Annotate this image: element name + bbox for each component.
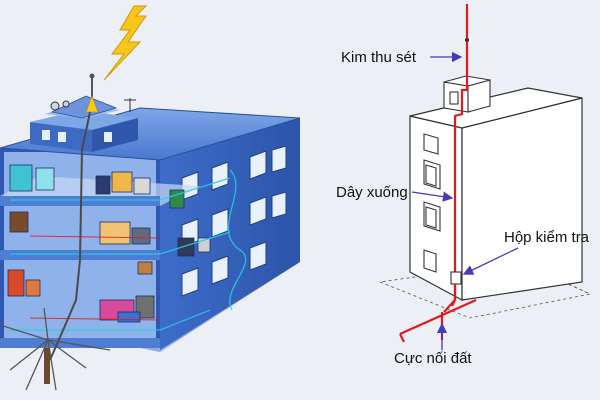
equipment-boxes (7, 164, 211, 323)
lightning-bolt-icon (103, 5, 148, 81)
internal-wiring (10, 169, 247, 331)
arrow-down-conductor (411, 191, 454, 202)
schematic-windows (423, 133, 441, 273)
left-earth-electrode (0, 307, 111, 391)
right-schematic: Kim thu sét Dây xuống Hộp kiểm tra Cực n… (336, 4, 592, 367)
air-terminal-rod (465, 4, 469, 78)
left-down-conductor (49, 111, 91, 361)
left-building-illustration (0, 5, 301, 391)
schematic-building (409, 87, 583, 302)
label-test-box: Hộp kiểm tra (504, 229, 590, 246)
roof-penthouse (30, 95, 138, 152)
label-down-conductor: Dây xuống (336, 184, 408, 201)
left-lightning-rod (85, 73, 99, 113)
roof-antennas (50, 98, 136, 112)
arrow-test-box (462, 247, 519, 275)
label-air-terminal: Kim thu sét (341, 49, 417, 66)
label-earth-electrode: Cực nối đất (394, 350, 472, 367)
test-box (450, 271, 462, 285)
